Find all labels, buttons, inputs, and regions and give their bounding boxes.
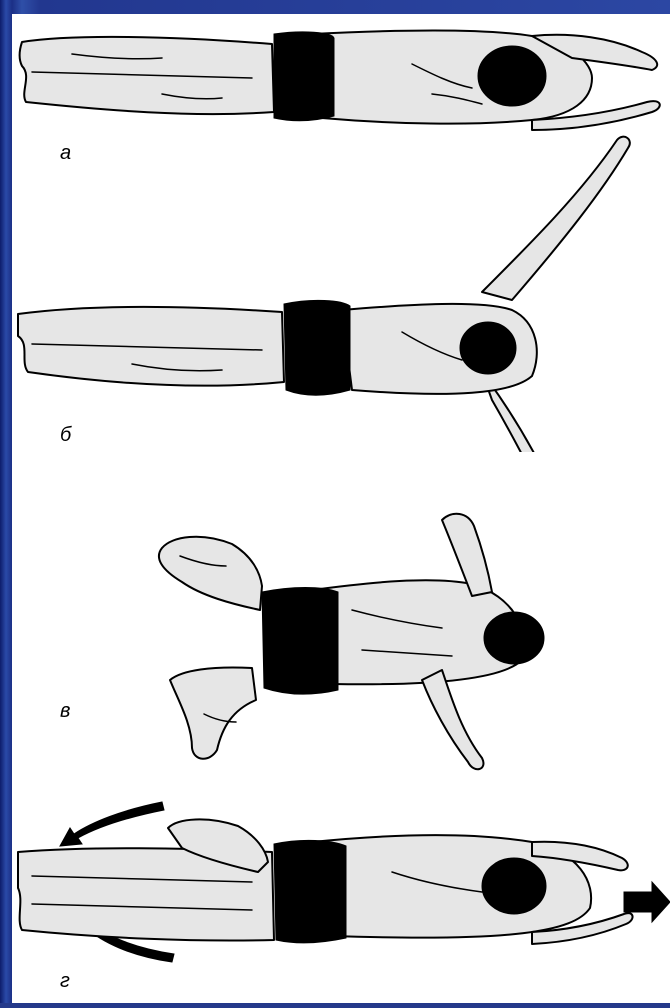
head-v: [484, 612, 544, 664]
swimsuit-v: [262, 588, 338, 695]
motion-arrow-upper: [60, 802, 164, 846]
panel-v: в: [12, 500, 670, 800]
panel-label-v: в: [60, 700, 70, 723]
arm-raised-b: [482, 137, 630, 300]
swimmer-figure-g: [12, 792, 670, 1003]
swimsuit-b: [284, 300, 350, 395]
swimmer-figure-b: [12, 132, 670, 452]
swimsuit-g: [274, 840, 346, 942]
head-b: [460, 322, 516, 374]
swimsuit-a: [274, 32, 334, 121]
legs-b: [18, 307, 284, 386]
leg-upper-v: [159, 537, 262, 610]
head-a: [478, 46, 546, 106]
head-g: [482, 858, 546, 914]
arm-down-v: [422, 670, 483, 769]
panel-g: г: [12, 792, 670, 1003]
panel-label-b: б: [60, 424, 71, 447]
panel-b: б: [12, 132, 670, 452]
panel-label-g: г: [60, 970, 70, 993]
leg-lower-v: [170, 668, 256, 759]
swimmer-figure-v: [12, 500, 670, 800]
illustration-page: а б: [12, 14, 670, 1003]
